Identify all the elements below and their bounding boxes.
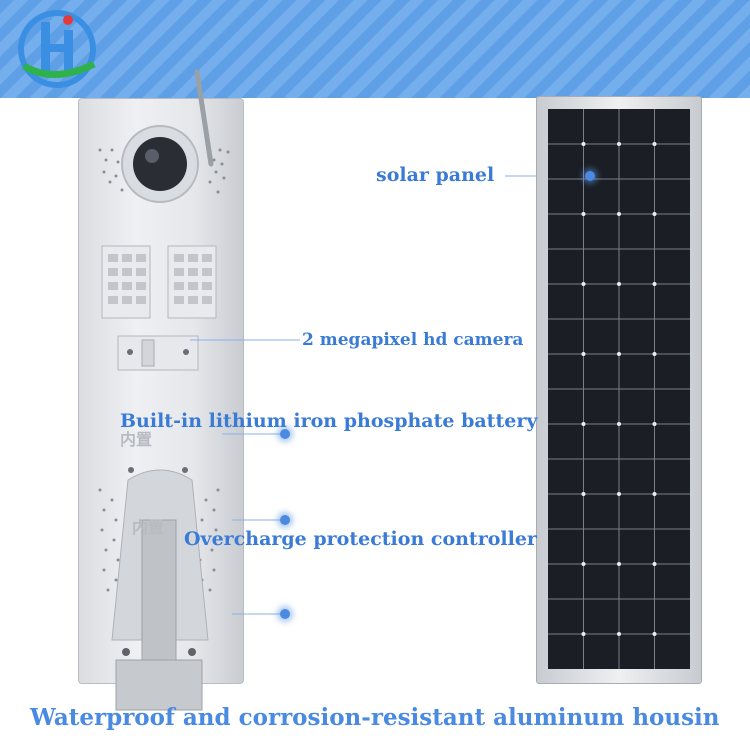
label-solar-panel: solar panel: [376, 164, 495, 186]
callout-dot-controller: [280, 515, 290, 525]
callout-dot-battery: [280, 429, 290, 439]
callout-dot-housing: [280, 609, 290, 619]
solar-cell-grid: [548, 109, 690, 669]
camera-icon: [133, 137, 187, 191]
housing-stamp-lower: 内置: [132, 518, 165, 537]
caption-housing: Waterproof and corrosion-resistant alumi…: [30, 704, 720, 731]
header-band: [0, 0, 750, 98]
label-battery: Built-in lithium iron phosphate battery: [120, 410, 538, 432]
solar-panel-frame: [536, 96, 702, 684]
brand-logo: [18, 10, 96, 88]
antenna-icon: [194, 69, 214, 167]
solar-cells: [548, 109, 690, 669]
label-controller: Overcharge protection controller: [184, 528, 537, 550]
callout-dot-solar: [585, 171, 595, 181]
label-camera: 2 megapixel hd camera: [302, 330, 524, 350]
housing-stamp-upper: 内置: [120, 430, 153, 449]
